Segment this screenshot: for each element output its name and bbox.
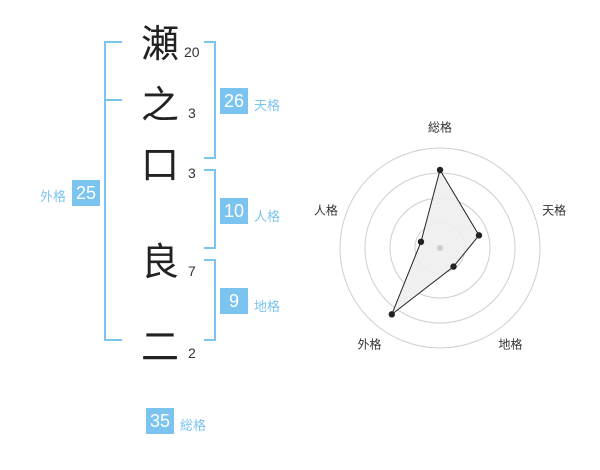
chikaku-badge: 9: [220, 288, 248, 314]
chikaku-label: 地格: [254, 300, 281, 315]
chikaku-bracket: [204, 259, 216, 341]
radar-axis-label-3: 地格: [499, 337, 523, 352]
jinkaku-label: 人格: [254, 210, 281, 225]
name-char-4: 良: [140, 240, 179, 284]
radar-point-5: [417, 238, 425, 246]
stroke-count-4: 7: [188, 263, 196, 279]
gaikaku-bracket-inner-tick: [104, 99, 122, 101]
soukaku-label: 総格: [180, 419, 207, 434]
name-char-2: 之: [140, 83, 179, 127]
name-char-5: 二: [140, 325, 179, 369]
radar-axis-label-5: 人格: [314, 202, 338, 217]
gaikaku-bracket: [104, 41, 122, 341]
radar-point-1: [436, 166, 444, 174]
gaikaku-label: 外格: [40, 190, 67, 205]
tenkaku-label: 天格: [254, 99, 281, 114]
radar-series-shape: [390, 168, 480, 316]
radar-point-2: [475, 232, 483, 239]
jinkaku-bracket: [204, 169, 216, 249]
tenkaku-badge: 26: [220, 88, 248, 114]
gaikaku-badge: 25: [72, 180, 100, 206]
soukaku-badge: 35: [146, 408, 174, 434]
radar-axis-label-1: 総格: [428, 120, 452, 135]
name-char-3: 口: [140, 143, 179, 187]
radar-ring-4: [339, 147, 541, 349]
stroke-count-3: 3: [188, 165, 196, 181]
stroke-count-1: 20: [184, 44, 200, 60]
tenkaku-bracket: [204, 41, 216, 159]
jinkaku-badge: 10: [220, 198, 248, 224]
radar-axis-label-2: 天格: [542, 202, 566, 217]
radar-point-3: [450, 263, 457, 270]
name-char-1: 瀬: [140, 22, 179, 66]
radar-axis-label-4: 外格: [357, 337, 381, 352]
radar-center-dot: [437, 245, 443, 251]
stroke-count-5: 2: [188, 345, 196, 361]
radar-point-4: [388, 311, 396, 318]
stroke-count-2: 3: [188, 105, 196, 121]
